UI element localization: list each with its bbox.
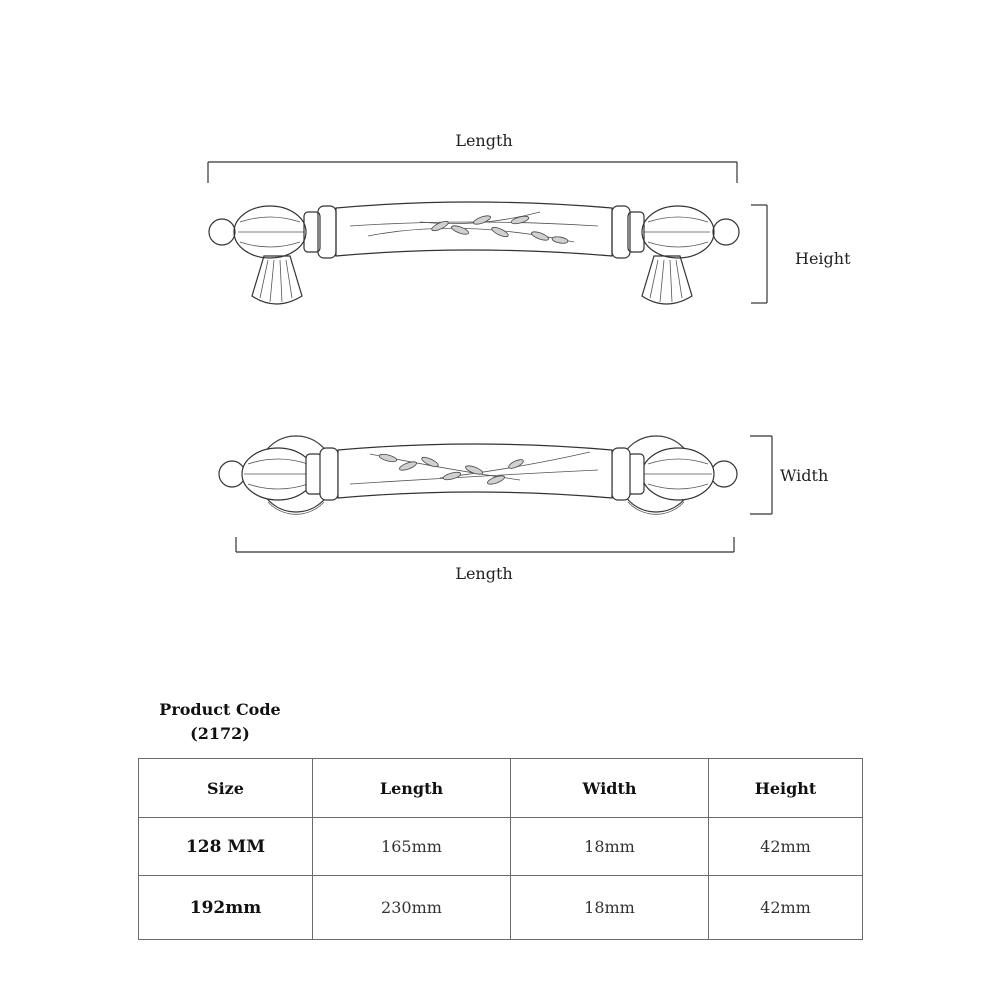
- handle-drawings: Length Height: [207, 131, 851, 583]
- leaf-decoration: [367, 211, 575, 244]
- top-length-label: Length: [455, 131, 512, 150]
- product-code-value: (2172): [190, 724, 250, 743]
- left-end-knob: [208, 205, 337, 259]
- leaf-decoration-top: [369, 451, 591, 485]
- right-end-knob: [611, 205, 740, 259]
- width-label: Width: [780, 466, 828, 485]
- right-foot: [641, 255, 693, 305]
- row2-width: 18mm: [510, 875, 709, 940]
- bottom-length-dimension-line: [235, 537, 735, 553]
- product-code-title: Product Code: [159, 700, 281, 719]
- row1-length: 165mm: [312, 817, 511, 876]
- header-size: Size: [138, 758, 313, 818]
- top-length-dimension-line: [207, 161, 738, 183]
- row2-height: 42mm: [708, 875, 863, 940]
- right-end-knob-top: [611, 447, 738, 501]
- table-row: 192mm 230mm 18mm 42mm: [138, 875, 863, 940]
- header-length: Length: [312, 758, 511, 818]
- header-width: Width: [510, 758, 709, 818]
- width-dimension-line: [750, 435, 773, 515]
- top-view-drawing: Length Height: [207, 131, 851, 305]
- row2-length: 230mm: [312, 875, 511, 940]
- bottom-view-drawing: Width: [218, 435, 828, 583]
- height-label: Height: [795, 249, 851, 268]
- height-dimension-line: [751, 204, 768, 304]
- ceramic-bar: [335, 201, 613, 257]
- row1-width: 18mm: [510, 817, 709, 876]
- table-row: 128 MM 165mm 18mm 42mm: [138, 817, 863, 876]
- row1-height: 42mm: [708, 817, 863, 876]
- dimensions-table: Size Length Width Height 128 MM 165mm 18…: [138, 758, 863, 940]
- product-code-block: Product Code (2172): [150, 698, 290, 746]
- left-foot: [251, 255, 303, 305]
- bottom-length-label: Length: [455, 564, 512, 583]
- row2-size: 192mm: [138, 875, 313, 940]
- left-end-knob-top: [218, 447, 339, 501]
- table-header-row: Size Length Width Height: [138, 758, 863, 818]
- header-height: Height: [708, 758, 863, 818]
- row1-size: 128 MM: [138, 817, 313, 876]
